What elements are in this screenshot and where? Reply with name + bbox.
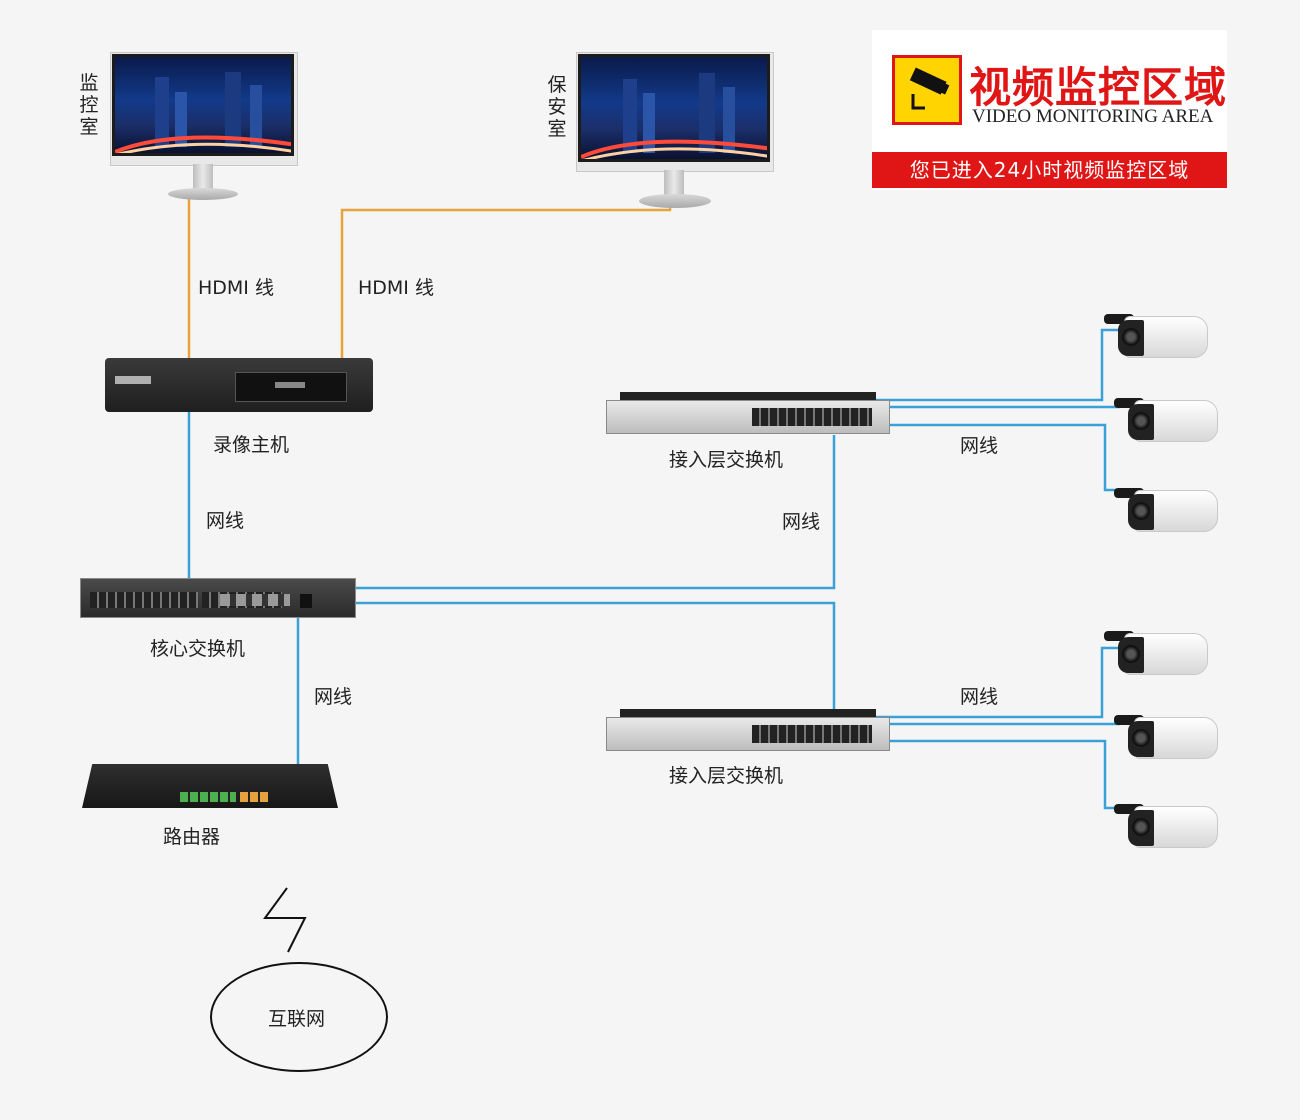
hdmi-cable-label: HDMI 线 xyxy=(198,277,274,299)
network-cable-label: 网线 xyxy=(206,510,245,532)
net-cable-core-access2 xyxy=(352,601,836,716)
access-switch-1 xyxy=(606,392,890,436)
access-switch-1-label: 接入层交换机 xyxy=(669,449,784,471)
access-switch-2 xyxy=(606,709,890,753)
city-skyline-image xyxy=(115,72,291,153)
net-cable-cam-6 xyxy=(886,739,1125,810)
security-room-display xyxy=(576,52,776,212)
core-switch-label: 核心交换机 xyxy=(150,638,246,660)
hdmi-cable-label: HDMI 线 xyxy=(358,277,434,299)
monitor-room-display xyxy=(110,52,300,202)
surveillance-camera-icon xyxy=(892,55,962,125)
city-skyline-image xyxy=(581,73,767,159)
net-cable-cam-1 xyxy=(870,328,1120,402)
sign-title: 视频监控区域 xyxy=(969,63,1228,112)
core-switch xyxy=(80,572,356,618)
internet-cloud xyxy=(210,962,388,1072)
network-cable-label: 网线 xyxy=(782,511,821,533)
monitor-screen xyxy=(578,54,770,162)
nvr-label: 录像主机 xyxy=(213,434,290,456)
net-cable-core-access1 xyxy=(352,435,836,590)
bullet-camera xyxy=(1114,486,1218,536)
internet-label: 互联网 xyxy=(268,1008,326,1030)
network-cable-label: 网线 xyxy=(960,435,999,457)
monitor-screen xyxy=(112,54,294,156)
bullet-camera xyxy=(1104,312,1208,362)
monitor-room-label: 监控室 xyxy=(79,72,99,138)
bullet-camera xyxy=(1114,713,1218,763)
access-switch-2-label: 接入层交换机 xyxy=(669,765,784,787)
camera-glyph xyxy=(909,67,950,110)
bullet-camera xyxy=(1114,396,1218,446)
router-label: 路由器 xyxy=(163,826,221,848)
net-cable-cam-3 xyxy=(886,423,1125,492)
nvr-recorder xyxy=(105,358,375,416)
network-cable-label: 网线 xyxy=(960,686,999,708)
sign-subtitle: VIDEO MONITORING AREA xyxy=(972,106,1214,127)
net-cable-cam-4 xyxy=(870,646,1120,719)
network-cable-label: 网线 xyxy=(314,686,353,708)
sign-notice: 您已进入24小时视频监控区域 xyxy=(872,152,1227,188)
security-room-label: 保安室 xyxy=(547,74,567,140)
video-monitoring-sign: 视频监控区域 VIDEO MONITORING AREA 您已进入24小时视频监… xyxy=(872,30,1227,190)
router xyxy=(82,764,340,810)
bullet-camera xyxy=(1104,629,1208,679)
bullet-camera xyxy=(1114,802,1218,852)
lightning-icon xyxy=(263,887,307,953)
